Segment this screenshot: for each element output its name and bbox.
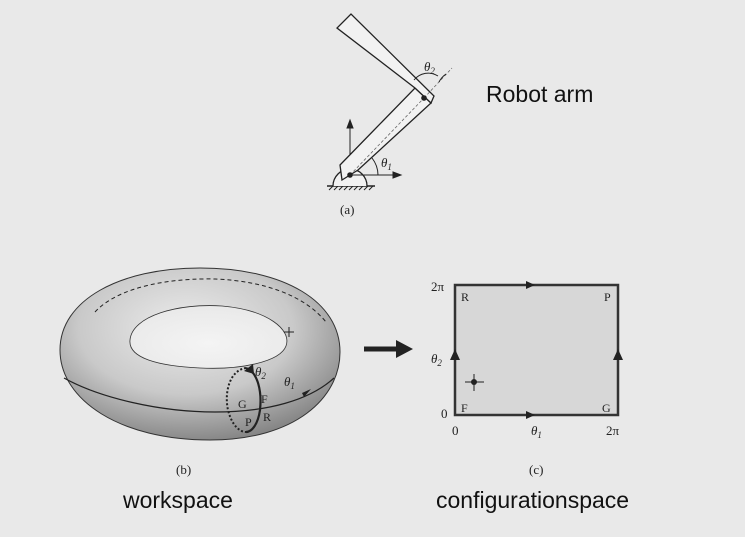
left-edge-arrow: [450, 349, 460, 360]
x-axis-zero: 0: [452, 423, 459, 438]
theta1-arrow: [302, 389, 311, 397]
caption-a: (a): [340, 202, 355, 217]
torus-theta2-circle-solid: [245, 366, 262, 434]
theta2-arc: [438, 73, 447, 83]
arm-link-2: [336, 13, 435, 105]
torus-theta2-label: θ2: [255, 364, 266, 381]
caption-c: (c): [529, 462, 544, 477]
arm-theta2-label: θ2: [424, 59, 435, 76]
bottom-edge-arrow: [526, 411, 535, 419]
torus-hole: [129, 305, 288, 369]
right-edge-arrow: [613, 349, 623, 360]
torus-point-P: P: [245, 415, 252, 429]
torus-point-marker: [284, 327, 294, 337]
theta1-arc: [371, 157, 379, 176]
torus-theta2-circle-dashed: [225, 367, 247, 433]
configuration-space-label: configurationspace: [436, 487, 630, 513]
elbow-joint: [421, 95, 427, 101]
y-axis-2pi: 2π: [431, 279, 445, 294]
c-corner-R: R: [461, 290, 469, 304]
x-axis-theta1: θ1: [531, 423, 542, 440]
torus-point-R: R: [263, 410, 271, 424]
c-corner-F: F: [461, 401, 468, 415]
torus-top-dashed-circle: [94, 278, 327, 323]
torus-theta1-label: θ1: [284, 374, 295, 391]
torus-theta1-circle: [63, 377, 335, 413]
c-space-square: [453, 283, 620, 417]
link-2-extension: [423, 67, 453, 99]
c-corner-P: P: [604, 290, 611, 304]
y-axis-zero: 0: [441, 406, 448, 421]
y-axis-theta2: θ2: [431, 351, 442, 368]
caption-b: (b): [176, 462, 192, 477]
top-edge-arrow: [526, 281, 535, 289]
workspace-label: workspace: [123, 487, 233, 513]
c-corner-G: G: [602, 401, 611, 415]
theta2-arrow: [244, 364, 254, 374]
link-1-centerline: [349, 97, 425, 176]
torus-point-G: G: [238, 397, 247, 411]
torus-point-F: F: [261, 392, 268, 406]
shoulder-joint: [347, 172, 353, 178]
theta2-arc-2: [413, 72, 439, 81]
arm-theta1-label: θ1: [381, 155, 392, 172]
robot-arm-label: Robot arm: [486, 81, 594, 107]
x-axis-2pi: 2π: [606, 423, 620, 438]
